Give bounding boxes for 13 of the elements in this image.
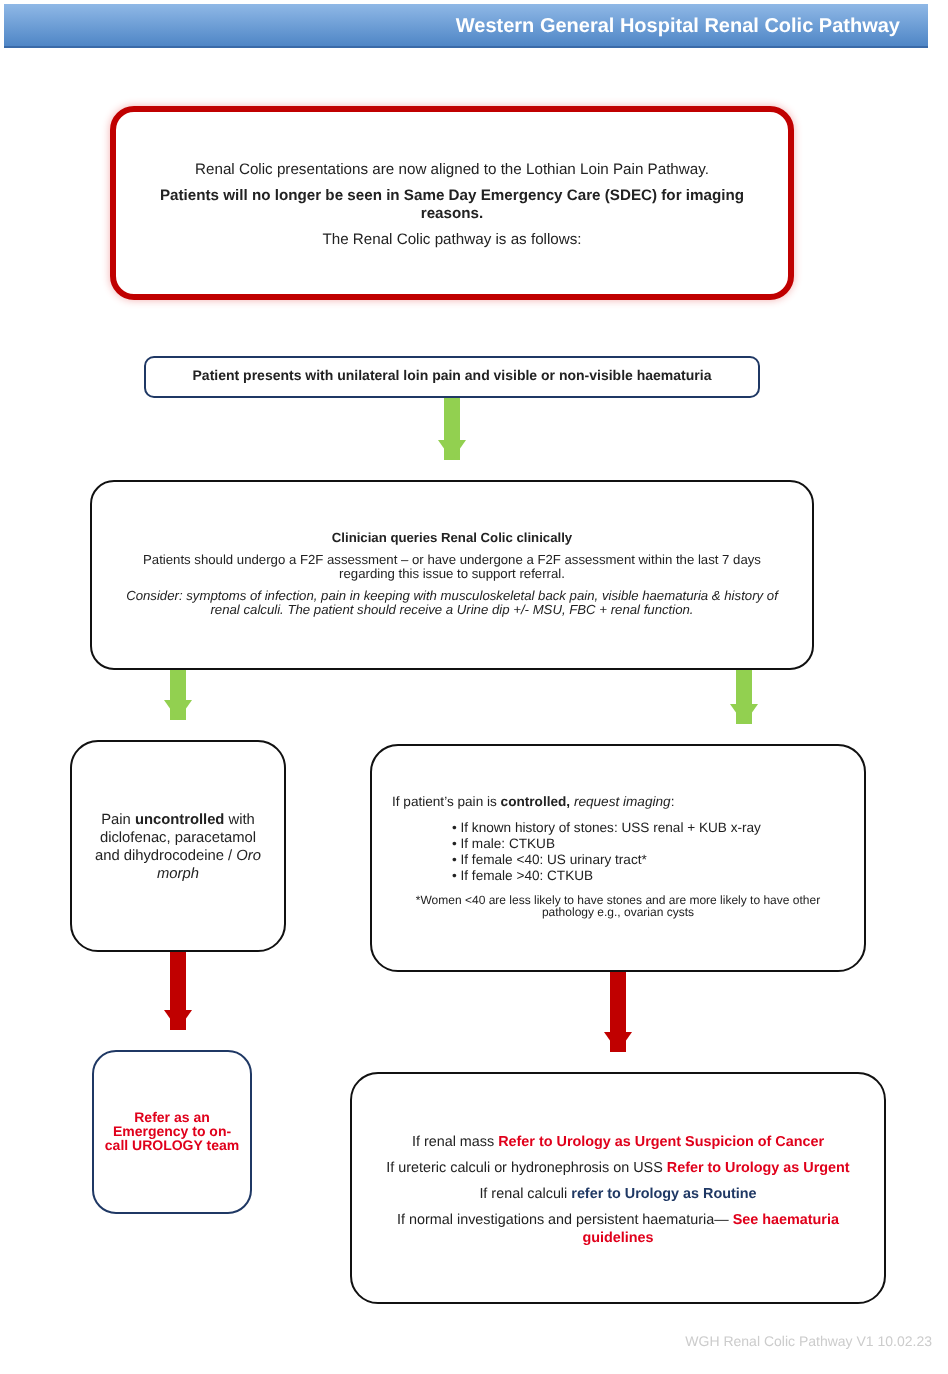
process-box (144, 356, 760, 398)
title-text: Western General Hospital Renal Colic Pathway (455, 16, 900, 38)
process-box (370, 744, 866, 972)
process-box (92, 1050, 252, 1214)
process-box (70, 740, 286, 952)
notice-box (110, 106, 794, 300)
process-box (350, 1072, 886, 1304)
process-box (90, 480, 814, 670)
block-arrow (164, 670, 192, 720)
block-arrow (604, 972, 632, 1052)
block-arrow (164, 952, 192, 1030)
block-arrow (438, 398, 466, 460)
block-arrow (730, 670, 758, 724)
